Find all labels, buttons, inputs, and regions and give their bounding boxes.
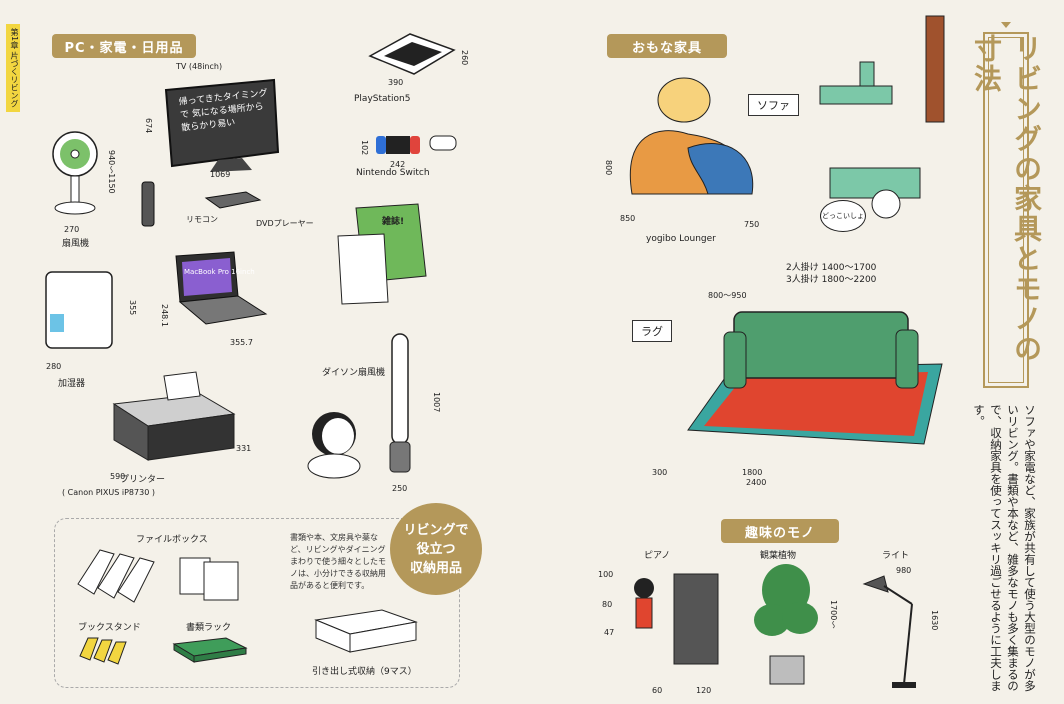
lamp-height: 1630 (930, 610, 939, 631)
section-pc-heading: PC・家電・日用品 (52, 34, 196, 58)
sofa-size-3seat: 3人掛け 1800〜2200 (786, 275, 877, 285)
yogibo-label: yogibo Lounger (646, 234, 716, 244)
tv-illustration (164, 78, 280, 172)
sofa-size-2seat: 2人掛け 1400〜1700 (786, 263, 877, 273)
book-stand-label: ブックスタンド (78, 623, 141, 633)
page-description: ソファや家電など、家族が共有して使う大型のモノが多いリビング。書類や本など、雑多… (972, 404, 1037, 692)
printer-model: ( Canon PIXUS iP8730 ) (62, 488, 155, 497)
piano-height-80: 80 (602, 600, 613, 609)
storage-panel (54, 518, 460, 688)
tray-illustration (172, 637, 248, 663)
yogibo-illustration (629, 77, 754, 195)
yogibo-height: 800 (604, 160, 613, 176)
rug-width: 2400 (746, 478, 767, 487)
plant-label: 観葉植物 (760, 551, 797, 561)
fan-label: 扇風機 (62, 239, 90, 249)
ps5-label: PlayStation5 (354, 94, 411, 104)
switch-width: 242 (390, 160, 406, 169)
switch-label: Nintendo Switch (356, 168, 430, 178)
dyson-height: 1007 (432, 392, 441, 413)
sofa-label: ソファ (748, 94, 799, 116)
humidifier-label: 加湿器 (58, 379, 86, 389)
piano-x-120: 120 (696, 686, 712, 695)
piano-label: ピアノ (644, 551, 671, 561)
ps5-illustration (368, 33, 456, 75)
speech-bubble: どっこいしょ (820, 200, 866, 232)
character-illustration (307, 412, 361, 479)
dyson-width: 250 (392, 484, 408, 493)
switch-illustration (376, 135, 457, 154)
laptop-width: 355.7 (230, 338, 253, 347)
book-stand-illustration (79, 637, 127, 665)
piano-x-60: 60 (652, 686, 663, 695)
plant-height: 1700〜 (829, 600, 838, 629)
humidifier-height: 355 (128, 300, 137, 316)
humidifier-illustration (45, 271, 113, 349)
fan-height: 940〜1150 (107, 150, 116, 194)
rug-side-width: 300 (652, 468, 668, 477)
remote-illustration (141, 181, 155, 227)
lamp-illustration (862, 575, 916, 688)
section-hobby-heading: 趣味のモノ (721, 519, 839, 543)
wall-illustration (925, 15, 945, 123)
laptop-illustration (175, 251, 268, 325)
plant-illustration (754, 564, 818, 685)
storage-note: 書類や本、文房具や薬など、リビングやダイニングまわりで使う細々としたモノは、小分… (290, 533, 386, 590)
sofa-rug-illustration (687, 311, 943, 445)
fan-width: 270 (64, 225, 80, 234)
page-title: リビングの家具とモノの寸法 (970, 34, 1043, 364)
ps5-height: 260 (460, 50, 469, 66)
laptop-depth: 248.1 (160, 304, 169, 327)
lamp-label: ライト (882, 551, 910, 561)
piano-height-100: 100 (598, 570, 614, 579)
title-marker-icon (1001, 22, 1011, 28)
switch-height: 102 (360, 140, 369, 156)
chapter-tab: 第1章 片づくリビング (6, 24, 20, 112)
rug-middle-width: 1800 (742, 468, 763, 477)
section-furniture-heading: おもな家具 (607, 34, 727, 58)
printer-width: 590 (110, 472, 126, 481)
dyson-illustration (389, 333, 411, 473)
file-box-label: ファイルボックス (136, 535, 208, 545)
sofa-side-illustration (819, 61, 893, 105)
tv-label: TV (48inch) (176, 62, 223, 71)
printer-depth: 331 (236, 444, 252, 453)
tv-height: 674 (144, 118, 153, 134)
rug-label: ラグ (632, 320, 672, 342)
storage-badge-line1: リビングで (403, 522, 469, 538)
book-label: 雑誌! (382, 217, 405, 227)
ps5-width: 390 (388, 78, 404, 87)
page-title-box: リビングの家具とモノの寸法 (970, 32, 1043, 388)
humidifier-width: 280 (46, 362, 62, 371)
yogibo-width: 750 (744, 220, 760, 229)
crawling-person-illustration (829, 167, 921, 219)
dyson-label: ダイソン扇風機 (322, 368, 386, 378)
tv-width: 1069 (210, 170, 231, 179)
sofa-depth: 800〜950 (708, 291, 747, 300)
dvd-illustration (204, 191, 262, 209)
printer-label: プリンター (120, 475, 166, 485)
storage-badge: リビングで 役立つ 収納用品 (390, 503, 482, 595)
laptop-label: MacBook Pro 16inch (184, 268, 255, 276)
piano-height-47: 47 (604, 628, 615, 637)
piano-illustration (634, 573, 719, 665)
yogibo-depth: 850 (620, 214, 636, 223)
book-illustration (337, 203, 427, 305)
fan-illustration (52, 131, 98, 215)
storage-badge-line3: 収納用品 (409, 560, 462, 576)
file-box-illustration (77, 549, 239, 603)
drawer-unit-illustration (314, 609, 418, 653)
remote-label: リモコン (186, 215, 218, 224)
storage-badge-line2: 役立つ (416, 541, 456, 557)
drawer-unit-label: 引き出し式収納（9マス） (312, 667, 417, 677)
dvd-label: DVDプレーヤー (256, 219, 314, 228)
tray-label: 書類ラック (186, 623, 232, 633)
printer-illustration (112, 371, 236, 461)
lamp-width: 980 (896, 566, 912, 575)
